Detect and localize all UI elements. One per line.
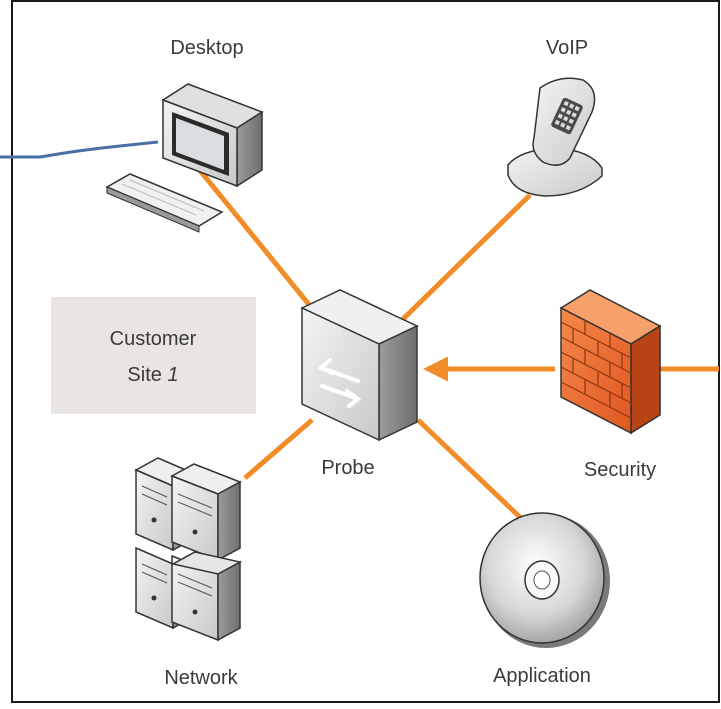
firewall-icon <box>559 289 662 435</box>
voip-phone-icon <box>507 77 603 197</box>
network-label: Network <box>164 667 238 689</box>
security-node[interactable]: Security <box>559 289 662 481</box>
probe-label: Probe <box>321 457 374 479</box>
link-desktop-probe <box>196 166 317 314</box>
link-network-probe <box>243 418 314 480</box>
server-rack-icon <box>134 457 243 642</box>
security-label: Security <box>584 459 656 481</box>
site-line1: Customer <box>110 328 197 350</box>
cd-disc-icon <box>479 512 610 648</box>
swap-arrows-icon <box>317 358 362 408</box>
site-line2: Site 1 <box>127 364 178 386</box>
voip-node[interactable]: VoIP <box>507 37 603 197</box>
application-node[interactable]: Application <box>479 512 610 687</box>
external-link-line <box>0 140 159 159</box>
link-voip-probe <box>398 193 532 324</box>
probe-switch-icon <box>300 289 419 442</box>
customer-site-box: Customer Site 1 <box>51 297 256 414</box>
desktop-node[interactable]: Desktop <box>105 37 264 233</box>
application-label: Application <box>493 665 591 687</box>
link-application-probe <box>416 418 527 524</box>
network-node[interactable]: Network <box>134 457 243 689</box>
voip-label: VoIP <box>546 37 588 59</box>
probe-node[interactable]: Probe <box>300 289 419 479</box>
network-links <box>196 166 719 524</box>
desktop-label: Desktop <box>170 37 243 59</box>
desktop-computer-icon <box>105 83 264 233</box>
